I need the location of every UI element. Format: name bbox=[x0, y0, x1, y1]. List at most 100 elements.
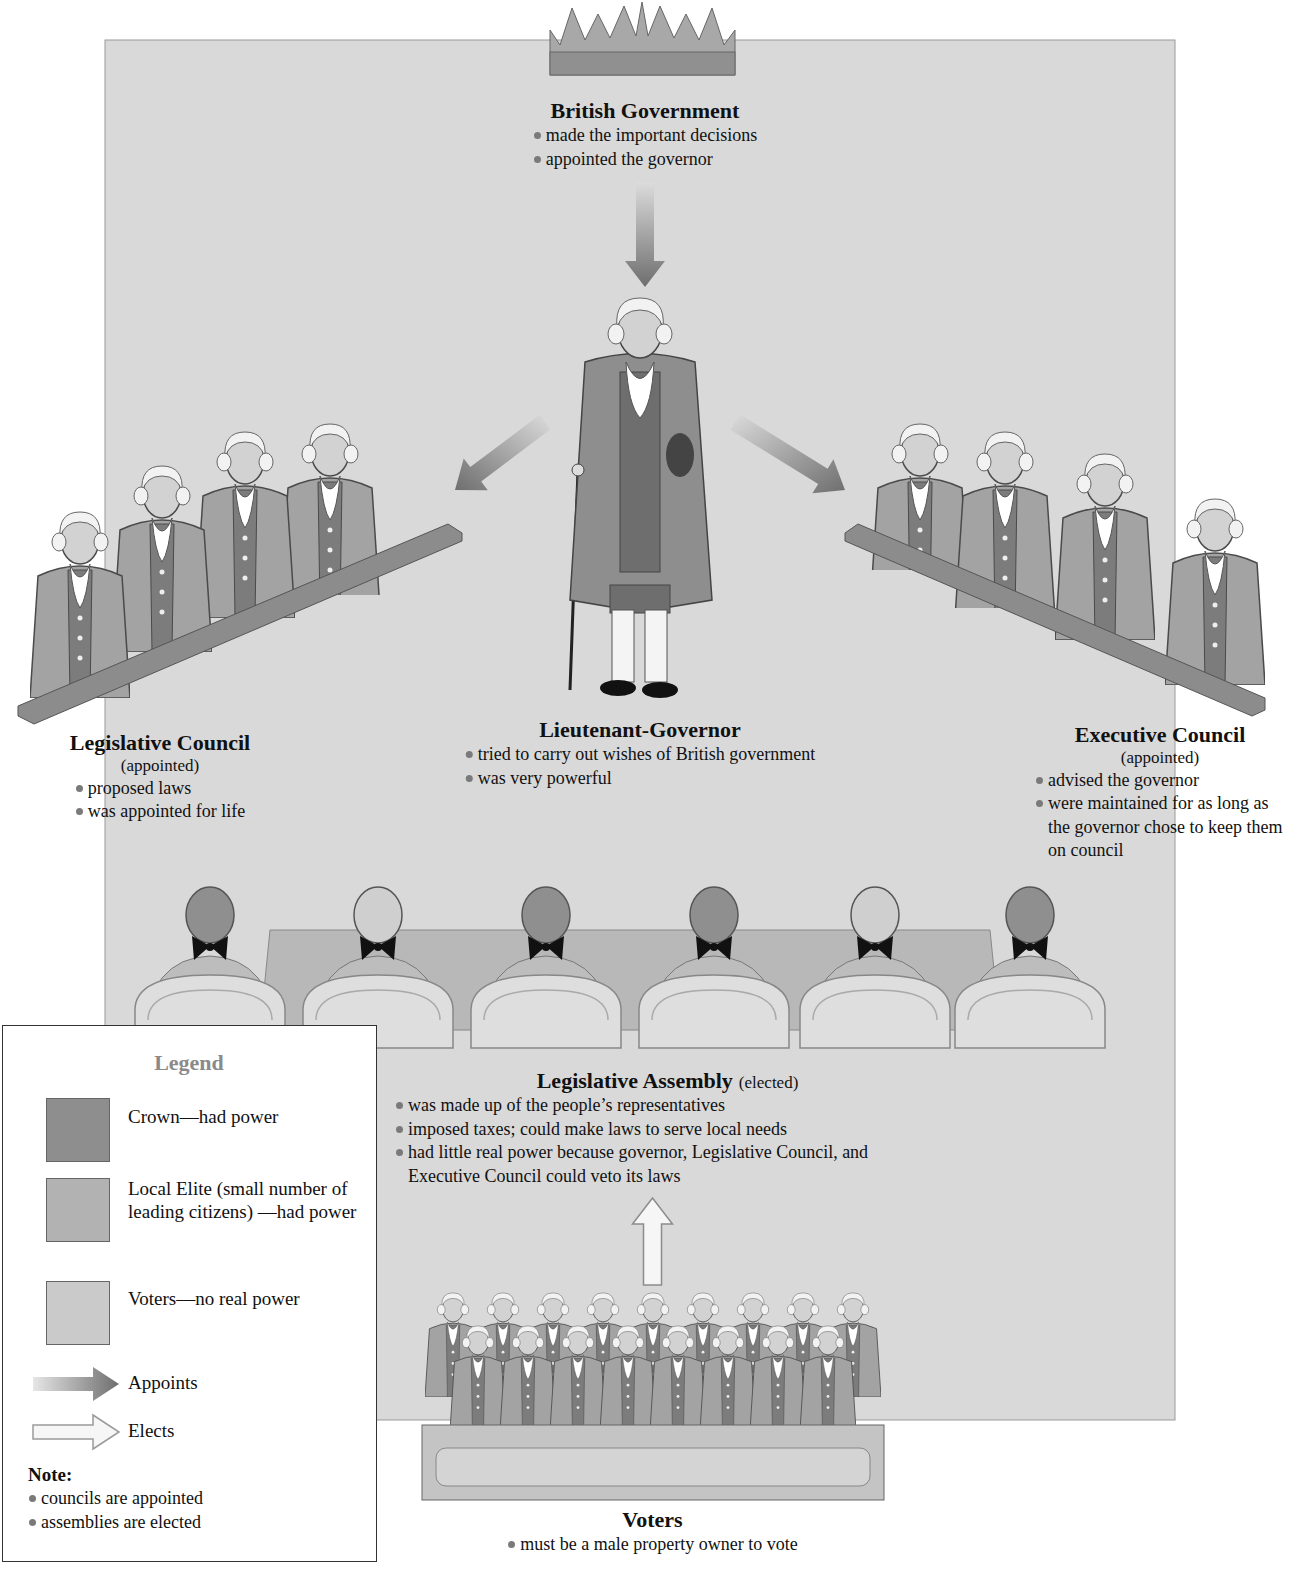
bullet-list: must be a male property owner to vote bbox=[507, 1533, 797, 1556]
bullet-holder: must be a male property owner to vote bbox=[420, 1533, 885, 1556]
appoint-arrow bbox=[730, 414, 845, 493]
bullet-list: proposed laws was appointed for life bbox=[75, 777, 245, 824]
bullet-dot bbox=[396, 1126, 403, 1133]
bullet-text: were maintained for as long as the gover… bbox=[1048, 793, 1282, 860]
bullet-dot bbox=[76, 785, 83, 792]
heading-text: Lieutenant-Governor bbox=[539, 717, 741, 742]
heading-line: Legislative Assembly (elected) bbox=[395, 1068, 940, 1094]
appoint-sample-arrow bbox=[31, 1364, 123, 1404]
bullet-text: advised the governor bbox=[1048, 770, 1199, 790]
bullet-dot bbox=[396, 1102, 403, 1109]
text-group: British Governmentmade the important dec… bbox=[445, 98, 845, 171]
heading-line: Lieutenant-Governor bbox=[465, 717, 815, 743]
council-figures bbox=[18, 424, 462, 724]
bullet-text: appointed the governor bbox=[546, 149, 713, 169]
bullet-list: was made up of the people’s representati… bbox=[395, 1094, 940, 1188]
legend-entry: Appoints bbox=[128, 1372, 368, 1395]
background-panel bbox=[105, 40, 1175, 1420]
assembly-member bbox=[303, 887, 453, 1048]
legend-text: Crown—had power bbox=[128, 1106, 278, 1127]
bullet-text: proposed laws bbox=[88, 778, 191, 798]
note-heading: Note: bbox=[28, 1464, 328, 1487]
status-note: (appointed) bbox=[1035, 748, 1285, 768]
heading-text: British Government bbox=[551, 98, 740, 123]
legend-entry: Crown—had power bbox=[128, 1106, 368, 1129]
bullet-item: must be a male property owner to vote bbox=[507, 1533, 797, 1556]
governor-box: Lieutenant-Governortried to carry out wi… bbox=[545, 287, 735, 702]
assembly-member bbox=[800, 887, 950, 1048]
bullet-item: was appointed for life bbox=[75, 800, 245, 823]
appoint-arrow bbox=[625, 182, 665, 287]
council-member bbox=[195, 432, 295, 618]
legend-text: Elects bbox=[128, 1420, 174, 1441]
council-box: Executive Council(appointed)advised the … bbox=[845, 418, 1288, 898]
legend-box: LegendNote:councils are appointedassembl… bbox=[2, 1025, 377, 1562]
government-box: British Governmentmade the important dec… bbox=[445, 98, 845, 182]
governor-figure bbox=[570, 298, 712, 698]
bullet-list: made the important decisions appointed th… bbox=[533, 124, 757, 171]
crown-icon bbox=[550, 2, 735, 75]
bullet-text: made the important decisions bbox=[546, 125, 757, 145]
heading-line: British Government bbox=[445, 98, 845, 124]
assembly-member bbox=[639, 887, 789, 1048]
bullet-dot bbox=[534, 156, 541, 163]
legend-text: Appoints bbox=[128, 1372, 198, 1393]
assembly-figures bbox=[135, 887, 1105, 1048]
council-member bbox=[1165, 499, 1265, 685]
legend-swatch bbox=[46, 1178, 110, 1242]
assembly-member bbox=[955, 887, 1105, 1048]
bullet-dot bbox=[1036, 800, 1043, 807]
council-member bbox=[1055, 454, 1155, 640]
bullet-dot bbox=[508, 1541, 515, 1548]
bullet-text: was appointed for life bbox=[88, 801, 245, 821]
bullet-dot bbox=[466, 751, 473, 758]
bullet-list: advised the governor were maintained for … bbox=[1035, 769, 1285, 863]
bullet-item: had little real power because governor, … bbox=[395, 1141, 940, 1188]
heading-text: Legislative Assembly bbox=[537, 1068, 733, 1093]
bullet-holder: tried to carry out wishes of British gov… bbox=[465, 743, 815, 790]
bullet-item: imposed taxes; could make laws to serve … bbox=[395, 1118, 940, 1141]
bullet-text: had little real power because governor, … bbox=[408, 1142, 868, 1185]
legend-text: Local Elite (small number of leading cit… bbox=[128, 1178, 356, 1222]
bullet-dot bbox=[76, 808, 83, 815]
bullet-text: must be a male property owner to vote bbox=[520, 1534, 797, 1554]
council-figures bbox=[845, 424, 1265, 716]
bullet-dot bbox=[29, 1519, 36, 1526]
bullet-item: were maintained for as long as the gover… bbox=[1035, 792, 1285, 862]
label-text: councils are appointed bbox=[41, 1488, 203, 1508]
text-group: Legislative Assembly (elected) was made up… bbox=[395, 1068, 940, 1188]
council-table bbox=[18, 524, 462, 724]
assembly-member bbox=[471, 887, 621, 1048]
assembly-box: Legislative Assembly (elected) was made up… bbox=[395, 1068, 940, 1198]
bullet-dot bbox=[466, 775, 473, 782]
bullet-holder: advised the governor were maintained for … bbox=[1035, 769, 1285, 863]
label-text: Note: bbox=[28, 1464, 72, 1485]
elect-sample-arrow bbox=[31, 1412, 123, 1452]
bullet-list: tried to carry out wishes of British gov… bbox=[465, 743, 815, 790]
legend-text: Voters—no real power bbox=[128, 1288, 300, 1309]
bullet-text: was made up of the people’s representati… bbox=[408, 1095, 725, 1115]
text-group: Votersmust be a male property owner to v… bbox=[420, 1285, 885, 1557]
bullet-item: advised the governor bbox=[1035, 769, 1285, 792]
appoint-arrow bbox=[455, 415, 550, 491]
legend-swatch bbox=[46, 1098, 110, 1162]
legend-swatch bbox=[46, 1281, 110, 1345]
legend-entry: Local Elite (small number of leading cit… bbox=[128, 1178, 368, 1224]
assembly-member bbox=[135, 887, 285, 1048]
bullet-holder: was made up of the people’s representati… bbox=[395, 1094, 940, 1188]
heading-text: Voters bbox=[622, 1507, 682, 1532]
elect-arrow bbox=[633, 1198, 673, 1285]
bullet-item: was made up of the people’s representati… bbox=[395, 1094, 940, 1117]
legend-entry: Elects bbox=[128, 1420, 368, 1443]
bullet-holder: made the important decisions appointed th… bbox=[445, 124, 845, 171]
text-group: Lieutenant-Governortried to carry out wi… bbox=[465, 717, 815, 790]
status-note: (appointed) bbox=[35, 756, 285, 776]
status-note: (elected) bbox=[739, 1073, 798, 1092]
voters-box: Votersmust be a male property owner to v… bbox=[420, 1285, 885, 1575]
bullet-item: was very powerful bbox=[465, 767, 815, 790]
bullet-dot bbox=[29, 1495, 36, 1502]
heading-text: Executive Council bbox=[1075, 722, 1246, 747]
legend-title: Legend bbox=[3, 1050, 375, 1076]
bullet-dot bbox=[1036, 777, 1043, 784]
text-group: Legislative Council(appointed)proposed l… bbox=[35, 418, 285, 824]
